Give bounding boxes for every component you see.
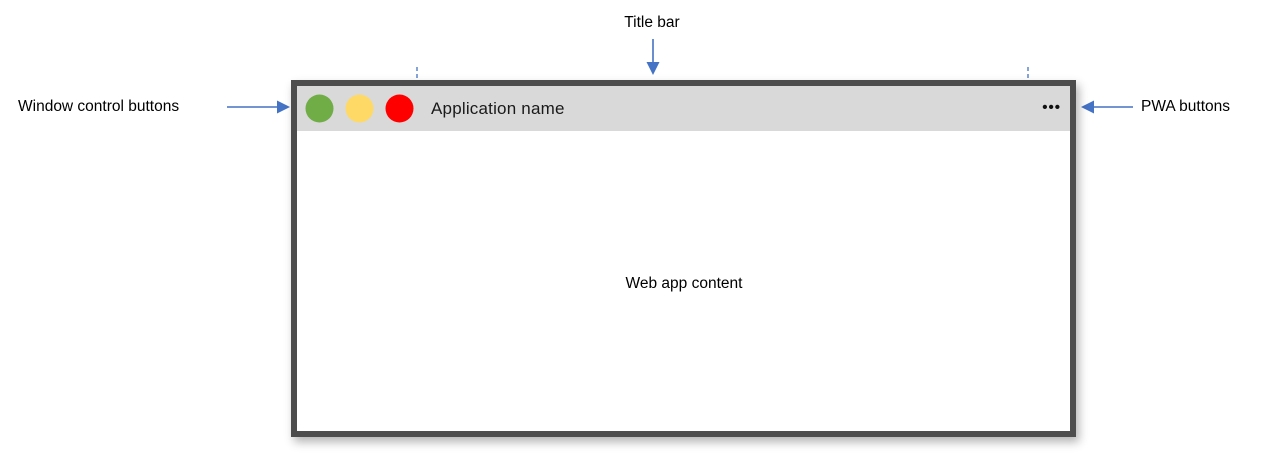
- window-controls-arrowhead: [277, 100, 290, 114]
- pwa-buttons-label: PWA buttons: [1141, 98, 1231, 115]
- app-window: Application name •••: [291, 80, 1076, 437]
- window-control-yellow-icon[interactable]: [345, 94, 374, 123]
- title-bar[interactable]: Application name •••: [297, 86, 1070, 131]
- app-title: Application name: [431, 98, 565, 118]
- window-controls-label: Window control buttons: [18, 98, 180, 115]
- pwa-buttons-arrowhead: [1081, 100, 1094, 114]
- pwa-more-menu-icon[interactable]: •••: [1042, 99, 1061, 116]
- window-control-buttons: [305, 94, 414, 123]
- window-control-red-icon[interactable]: [385, 94, 414, 123]
- title-bar-arrowhead: [646, 62, 660, 75]
- title-bar-label: Title bar: [624, 14, 680, 31]
- window-control-green-icon[interactable]: [305, 94, 334, 123]
- web-app-content-label: Web app content: [621, 274, 747, 293]
